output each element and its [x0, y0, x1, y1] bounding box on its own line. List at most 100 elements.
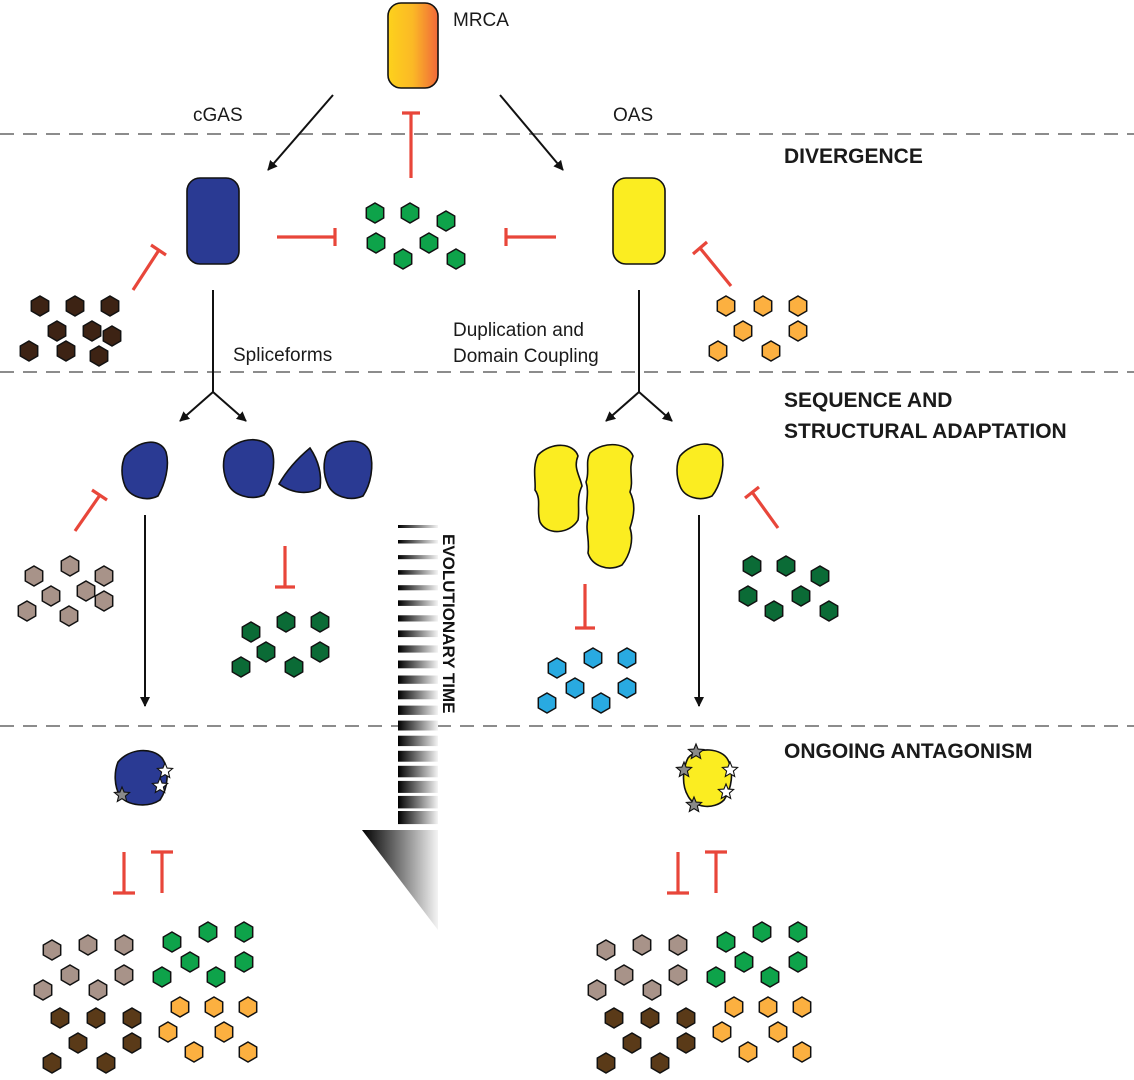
virus-hexagon [365, 202, 385, 224]
time-stripe [398, 660, 438, 669]
inhibition-pair-right [667, 850, 727, 895]
virus-hexagon [768, 1021, 788, 1043]
virus-hexagon [122, 1032, 142, 1054]
spliceforms-label: Spliceforms [233, 345, 332, 366]
virus-hexagon [82, 320, 102, 342]
virus-hexagon [122, 1007, 142, 1029]
time-stripe [398, 690, 438, 700]
inhibition-oas-to-green [504, 228, 556, 246]
virus-hexagon [60, 964, 80, 986]
time-stripe [398, 765, 438, 778]
inhibition-taupe-to-cgas [73, 488, 108, 532]
virus-hexagon [310, 641, 330, 663]
virus-hexagon [42, 939, 62, 961]
time-stripe [398, 780, 438, 793]
time-stripe [398, 570, 438, 575]
mixed-virus-population-right [587, 921, 812, 1074]
virus-hexagon [752, 921, 772, 943]
cgas-evolving-protein [114, 749, 168, 806]
virus-hexagon [776, 555, 796, 577]
time-stripe [398, 750, 438, 762]
virus-hexagon [50, 1007, 70, 1029]
virus-hexagon [819, 600, 839, 622]
stage-adaptation-line1: SEQUENCE AND [784, 389, 952, 412]
arrow-mrca-to-oas [499, 94, 564, 171]
inhibition-darkgreen-to-oas [744, 485, 780, 529]
virus-hexagon [206, 966, 226, 988]
virus-hexagon [676, 1032, 696, 1054]
virus-hexagon [94, 590, 114, 612]
mutation-stars [113, 742, 739, 813]
virus-hexagon [791, 585, 811, 607]
virus-hexagon [276, 611, 296, 633]
mutation-star [721, 760, 739, 778]
time-stripe [398, 735, 438, 747]
mutation-star [156, 761, 174, 779]
evolutionary-time-arrowhead [362, 830, 438, 930]
virus-hexagon [76, 580, 96, 602]
mrca-cell [387, 2, 439, 89]
mutation-star [687, 742, 705, 760]
inhibition-pair-left [113, 850, 173, 895]
virus-hexagon [59, 605, 79, 627]
virus-hexagon [738, 585, 758, 607]
virus-hexagon [238, 1041, 258, 1063]
virus-hexagon [41, 585, 61, 607]
virus-hexagon [788, 295, 808, 317]
virus-hexagon [42, 1052, 62, 1074]
virus-hexagon [614, 964, 634, 986]
orange-virus-group [708, 295, 808, 362]
virus-hexagon [56, 340, 76, 362]
virus-hexagon [583, 647, 603, 669]
virus-hexagon [587, 979, 607, 1001]
virus-hexagon [393, 248, 413, 270]
virus-hexagon [436, 210, 456, 232]
virus-hexagon [184, 1041, 204, 1063]
oas-cell [612, 177, 666, 265]
virus-hexagon [162, 931, 182, 953]
virus-hexagon [234, 921, 254, 943]
virus-hexagon [712, 1021, 732, 1043]
time-stripe [398, 811, 438, 825]
virus-hexagon [158, 1021, 178, 1043]
cgas-cell [186, 177, 240, 265]
virus-hexagon [788, 951, 808, 973]
dark-brown-virus-group [19, 295, 122, 367]
time-stripe [398, 615, 438, 622]
virus-hexagon [60, 555, 80, 577]
mutation-star [685, 795, 703, 813]
time-stripe [398, 540, 438, 544]
time-stripe [398, 600, 438, 606]
virus-hexagon [810, 565, 830, 587]
virus-hexagon [764, 600, 784, 622]
virus-hexagon [724, 996, 744, 1018]
cgas-spliceform-proteins [222, 438, 373, 500]
virus-hexagon [676, 1007, 696, 1029]
virus-hexagon [640, 1007, 660, 1029]
time-stripe [398, 795, 438, 809]
virus-hexagon [622, 1032, 642, 1054]
stage-antagonism: ONGOING ANTAGONISM [784, 740, 1033, 763]
cgas-adapted-protein [121, 441, 169, 500]
virus-hexagon [198, 921, 218, 943]
virus-hexagon [170, 996, 190, 1018]
inhibition-duplicated-oas-to-blue [575, 584, 595, 630]
virus-hexagon [788, 921, 808, 943]
virus-hexagon [758, 996, 778, 1018]
virus-hexagon [96, 1052, 116, 1074]
inhibition-orange-to-oas [691, 240, 733, 288]
virus-hexagon [733, 320, 753, 342]
time-stripe [398, 720, 438, 731]
oas-evolving-protein [682, 749, 733, 808]
mutation-star [717, 782, 735, 800]
virus-hexagon [792, 1041, 812, 1063]
evolutionary-time-stripes [398, 525, 438, 825]
virus-hexagon [19, 340, 39, 362]
green-virus-group-top [365, 202, 466, 270]
virus-hexagon [668, 964, 688, 986]
cgas-fork [179, 391, 247, 422]
virus-hexagon [738, 1041, 758, 1063]
virus-hexagon [234, 951, 254, 973]
mixed-virus-population-left [33, 921, 258, 1074]
